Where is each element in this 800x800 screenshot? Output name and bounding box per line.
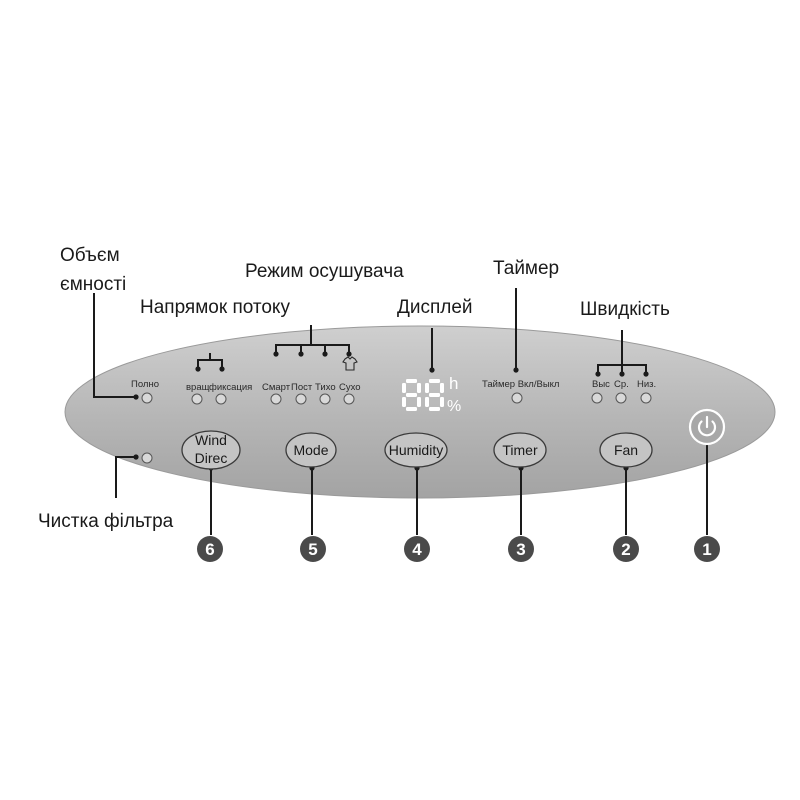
callout-speed: Швидкість <box>580 299 670 320</box>
timer-button[interactable]: Timer <box>493 432 547 468</box>
led-quiet <box>319 393 331 405</box>
shirt-icon <box>342 356 358 371</box>
callout-display: Дисплей <box>397 297 473 318</box>
led-swing <box>191 393 203 405</box>
wind-direction-label-line1: Wind <box>195 432 227 448</box>
badge-fan: 2 <box>613 536 639 562</box>
callout-tank-full-line1: Объєм <box>60 245 120 266</box>
humidity-button[interactable]: Humidity <box>384 432 448 468</box>
callout-air-direction: Напрямок потоку <box>140 297 290 318</box>
display-segment <box>425 383 429 393</box>
led-timer <box>511 392 523 404</box>
badge-power: 1 <box>694 536 720 562</box>
led-fixed <box>215 393 227 405</box>
badge-wind: 6 <box>197 536 223 562</box>
label-swing: вращ <box>186 382 210 393</box>
display-segment <box>406 393 417 397</box>
badge-mode: 5 <box>300 536 326 562</box>
label-continuous: Пост <box>291 382 313 393</box>
display-segment <box>402 383 406 393</box>
display-segment <box>402 397 406 407</box>
humidity-button-label: Humidity <box>389 442 443 458</box>
power-button[interactable] <box>688 408 726 446</box>
display-digits-text: 88 <box>0 0 2 1</box>
fan-button[interactable]: Fan <box>599 432 653 468</box>
display-segment <box>429 393 440 397</box>
label-fixed: фиксация <box>209 382 252 393</box>
label-timer-onoff: Таймер Вкл/Выкл <box>482 379 559 390</box>
svg-text:5: 5 <box>308 540 317 559</box>
display-segment <box>429 407 440 411</box>
led-high <box>591 392 603 404</box>
svg-text:4: 4 <box>412 540 422 559</box>
display-segment <box>440 383 444 393</box>
display-segment <box>417 383 421 393</box>
label-smart: Смарт <box>262 382 291 393</box>
callout-tank-full: Объєм ємності <box>60 245 126 295</box>
panel-body <box>64 325 776 499</box>
badge-humidity: 4 <box>404 536 430 562</box>
led-smart <box>270 393 282 405</box>
display-segment <box>440 397 444 407</box>
led-filter <box>141 452 153 464</box>
svg-text:1: 1 <box>702 540 711 559</box>
power-icon <box>697 415 717 437</box>
label-full: Полно <box>131 379 159 390</box>
display-digits <box>402 379 444 411</box>
callout-tank-full-line2: ємності <box>60 274 126 295</box>
wind-direction-button[interactable]: Wind Direc <box>181 430 241 470</box>
led-dry <box>343 393 355 405</box>
wind-direction-label-line2: Direc <box>195 450 228 466</box>
callout-dry-mode: Режим осушувача <box>245 261 404 282</box>
callout-filter-clean: Чистка фільтра <box>38 511 174 532</box>
display-segment <box>417 397 421 407</box>
mode-button[interactable]: Mode <box>285 432 337 468</box>
label-quiet: Тихо <box>315 382 336 393</box>
svg-text:2: 2 <box>621 540 630 559</box>
led-low <box>640 392 652 404</box>
led-full <box>141 392 153 404</box>
led-continuous <box>295 393 307 405</box>
badge-timer: 3 <box>508 536 534 562</box>
display-unit-percent: % <box>447 398 461 415</box>
mode-button-label: Mode <box>293 442 328 458</box>
display-segment <box>406 407 417 411</box>
display-segment <box>425 397 429 407</box>
label-medium: Ср. <box>614 379 629 390</box>
label-low: Низ. <box>637 379 656 390</box>
label-high: Выс <box>592 379 610 390</box>
timer-button-label: Timer <box>502 442 538 458</box>
svg-text:3: 3 <box>516 540 525 559</box>
display-segment <box>406 379 417 383</box>
label-dry: Сухо <box>339 382 361 393</box>
display-segment <box>429 379 440 383</box>
display-unit-hours: h <box>449 374 458 393</box>
fan-button-label: Fan <box>614 442 638 458</box>
svg-text:6: 6 <box>205 540 214 559</box>
callout-timer: Таймер <box>493 258 559 279</box>
led-medium <box>615 392 627 404</box>
